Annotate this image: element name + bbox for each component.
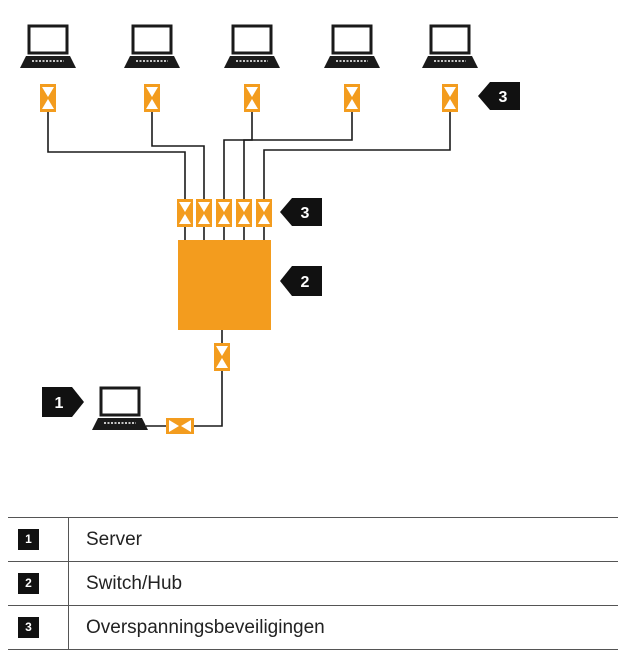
laptop-icon [18, 24, 78, 70]
laptop-icon [420, 24, 480, 70]
surge-protector-icon [244, 84, 260, 112]
legend-number: 1 [18, 529, 39, 550]
legend-number: 3 [18, 617, 39, 638]
svg-text:1: 1 [55, 395, 64, 412]
callout-arrow [478, 82, 520, 110]
laptop-icon [222, 24, 282, 70]
surge-protector-icon [256, 199, 272, 227]
surge-protector-icon [40, 84, 56, 112]
svg-text:3: 3 [301, 205, 310, 222]
surge-protector-icon [144, 84, 160, 112]
svg-text:3: 3 [499, 89, 508, 106]
legend-label: Overspanningsbeveiligingen [86, 616, 325, 638]
laptop-icon [90, 386, 150, 432]
surge-protector-icon [196, 199, 212, 227]
callout-arrow [280, 198, 322, 226]
laptop-icon [122, 24, 182, 70]
surge-protector-icon [344, 84, 360, 112]
legend-number: 2 [18, 573, 39, 594]
laptop-icon [322, 24, 382, 70]
legend-label: Switch/Hub [86, 572, 183, 594]
surge-protector-icon [214, 343, 230, 371]
legend-row: 3 Overspanningsbeveiligingen [8, 605, 618, 650]
surge-protector-icon [166, 418, 194, 434]
switch-box [178, 240, 271, 330]
callout-switch: 2 [280, 266, 322, 296]
callout-server: 1 [42, 387, 84, 417]
callout-arrow [280, 266, 322, 296]
legend-row: 2 Switch/Hub [8, 561, 618, 606]
legend-row: 1 Server [8, 517, 618, 562]
surge-protector-icon [216, 199, 232, 227]
surge-protector-icon [442, 84, 458, 112]
callout-switch-ports: 3 [280, 198, 322, 226]
svg-text:2: 2 [301, 274, 310, 291]
callout-arrow [42, 387, 84, 417]
legend-label: Server [86, 528, 142, 550]
callout-clients: 3 [478, 82, 520, 110]
surge-protector-icon [177, 199, 193, 227]
surge-protector-icon [236, 199, 252, 227]
legend-table: 1 Server 2 Switch/Hub 3 Overspanningsbev… [8, 517, 618, 650]
network-diagram: 3 3 2 1 [18, 24, 520, 434]
